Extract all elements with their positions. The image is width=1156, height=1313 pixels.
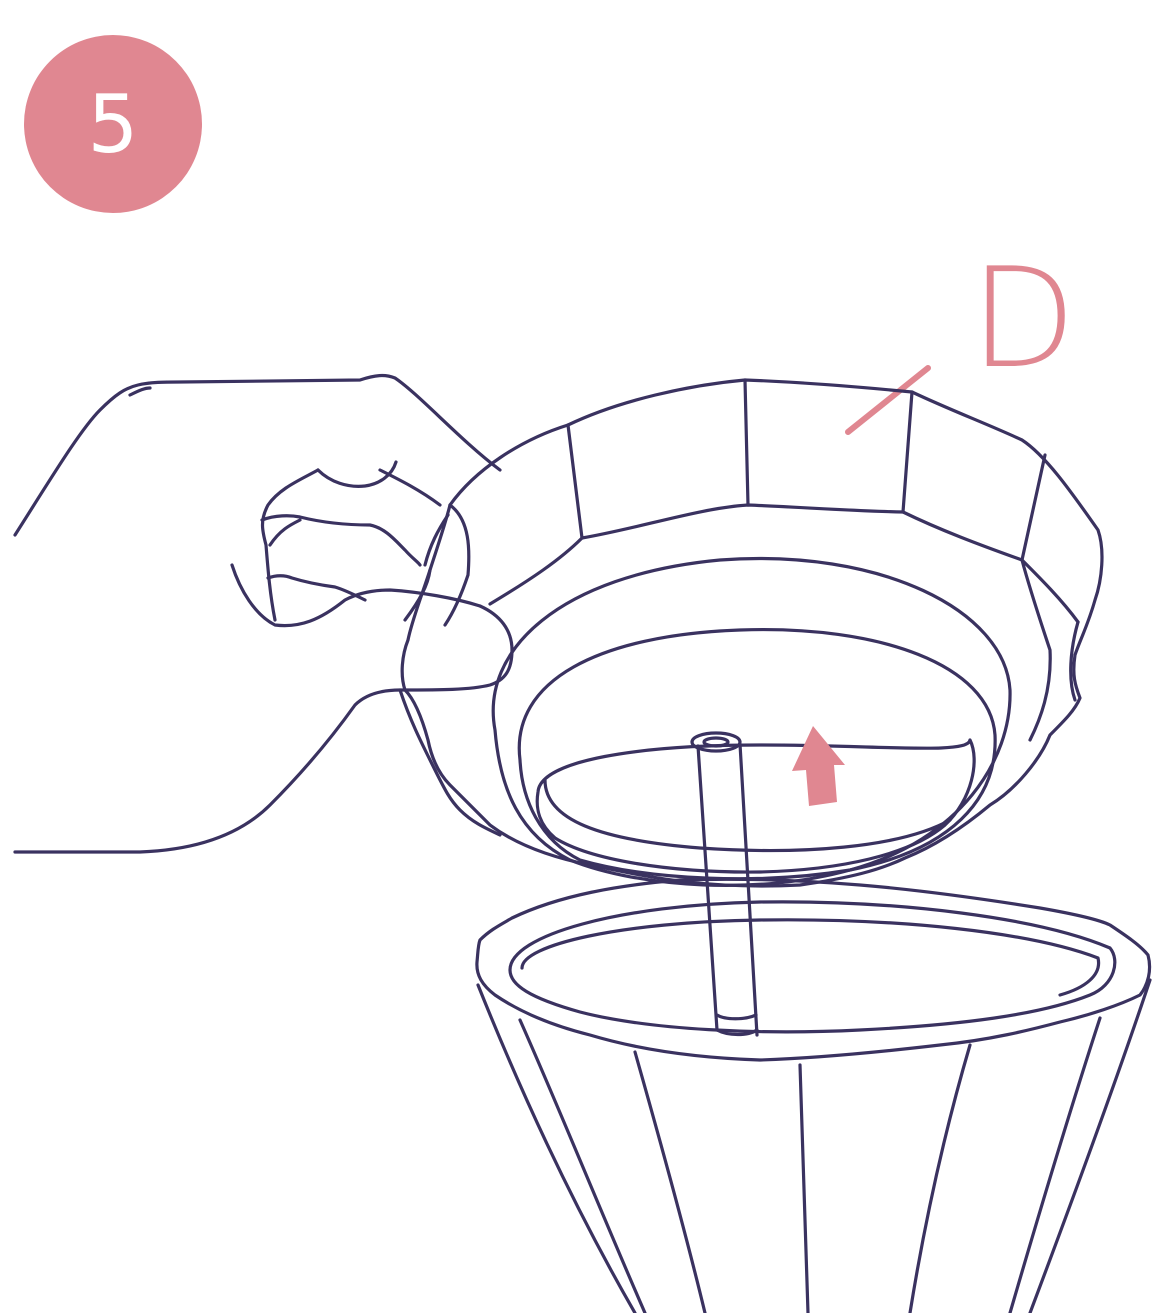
hand	[15, 376, 512, 852]
arrow-up-icon	[792, 726, 845, 806]
part-label-leader-line	[848, 368, 928, 432]
base-vessel	[477, 879, 1150, 1313]
